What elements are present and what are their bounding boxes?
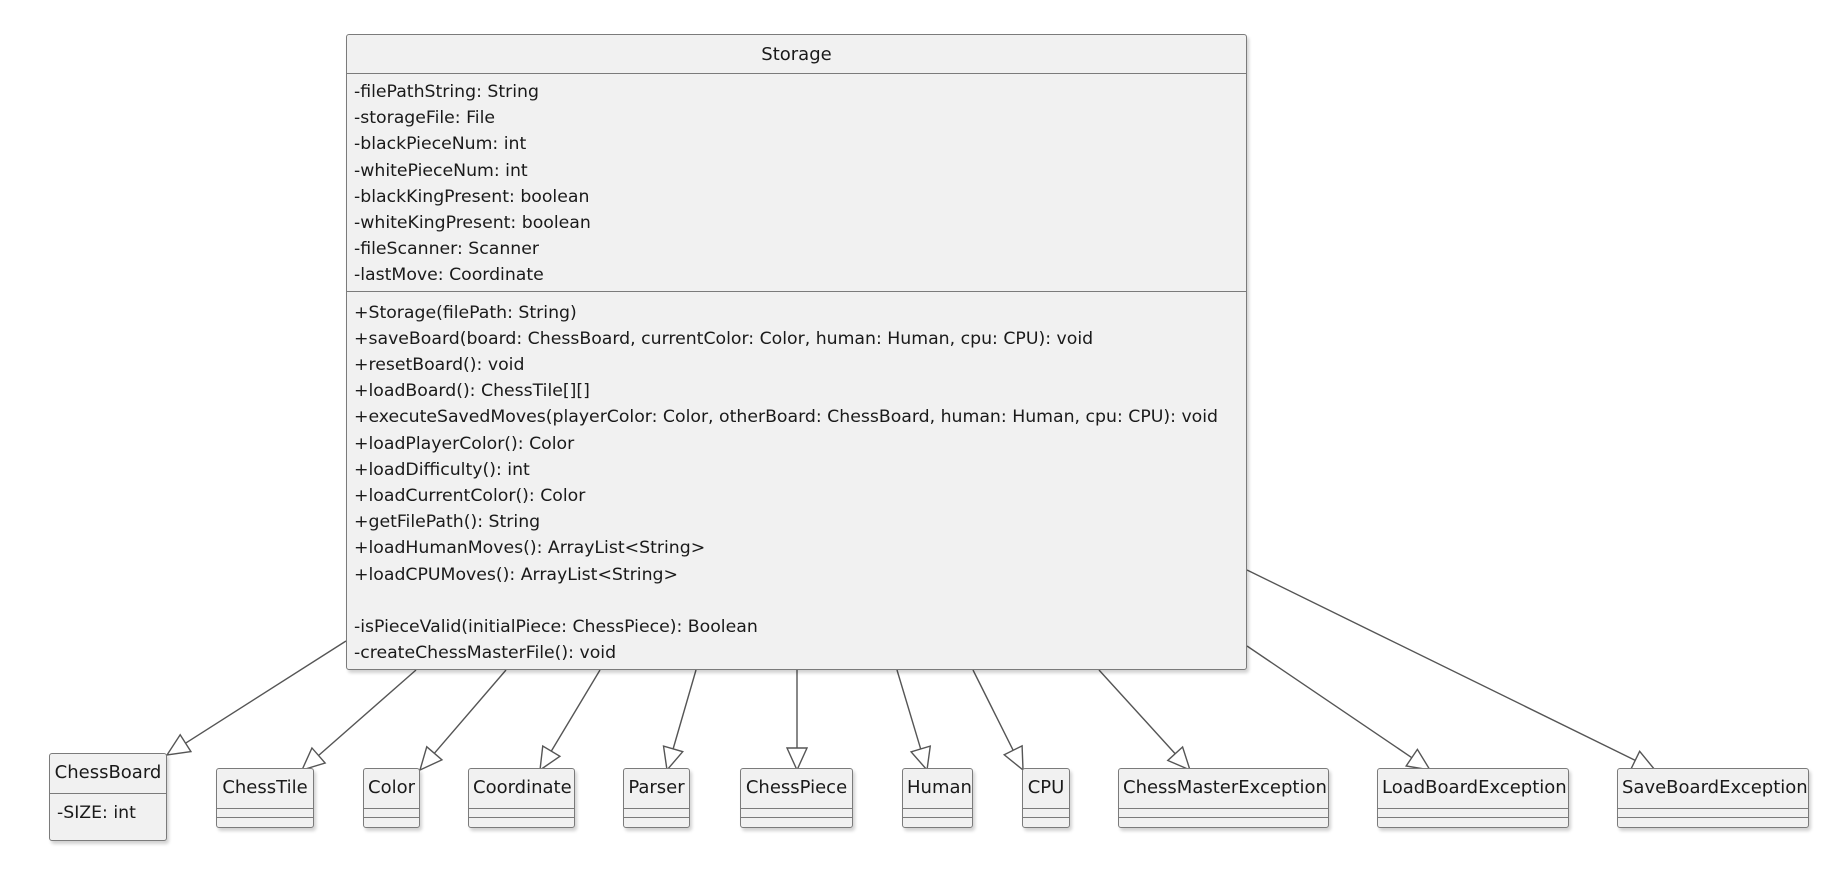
chessboard-attribute: -SIZE: int bbox=[50, 793, 166, 829]
class-coordinate: Coordinate bbox=[468, 768, 575, 828]
arrowhead bbox=[1002, 744, 1024, 772]
empty-section bbox=[1023, 808, 1069, 817]
empty-section bbox=[903, 808, 972, 817]
arrowhead bbox=[785, 747, 809, 772]
empty-section bbox=[469, 808, 574, 817]
storage-attribute: -whiteKingPresent: boolean bbox=[354, 213, 591, 234]
dependency-line bbox=[185, 640, 347, 744]
empty-section bbox=[624, 817, 689, 826]
storage-method: -isPieceValid(initialPiece: ChessPiece):… bbox=[354, 617, 758, 638]
empty-section bbox=[364, 808, 419, 817]
storage-method: +getFilePath(): String bbox=[354, 512, 541, 533]
storage-method: +loadDifficulty(): int bbox=[354, 459, 530, 480]
class-chessmasterexception-title: ChessMasterException bbox=[1123, 777, 1327, 798]
dependency-line bbox=[318, 669, 417, 757]
empty-section bbox=[1119, 817, 1328, 826]
empty-section bbox=[469, 817, 574, 826]
arrowhead bbox=[1404, 748, 1432, 771]
empty-section bbox=[364, 817, 419, 826]
class-chesstile: ChessTile bbox=[216, 768, 314, 828]
dependency-line bbox=[550, 669, 601, 752]
arrowhead bbox=[300, 746, 327, 772]
class-storage: Storage -filePathString: String -storage… bbox=[346, 34, 1247, 670]
class-human-title: Human bbox=[907, 777, 972, 798]
class-chessboard-title: ChessBoard bbox=[54, 762, 162, 783]
arrowhead bbox=[418, 745, 444, 772]
storage-method: +resetBoard(): void bbox=[354, 355, 525, 376]
dependency-line bbox=[433, 669, 507, 754]
empty-section bbox=[624, 808, 689, 817]
class-color-title: Color bbox=[368, 777, 415, 798]
storage-method: +loadCPUMoves(): ArrayList<String> bbox=[354, 564, 678, 585]
storage-method: +Storage(filePath: String) bbox=[354, 302, 577, 323]
class-cpu: CPU bbox=[1022, 768, 1070, 828]
class-chessboard: ChessBoard -SIZE: int bbox=[49, 753, 167, 841]
empty-section bbox=[217, 808, 313, 817]
dependency-line bbox=[896, 669, 922, 750]
dependency-line bbox=[1246, 569, 1636, 761]
empty-section bbox=[1378, 817, 1568, 826]
storage-attribute: -fileScanner: Scanner bbox=[354, 239, 539, 260]
empty-section bbox=[903, 817, 972, 826]
storage-method: -createChessMasterFile(): void bbox=[354, 643, 617, 664]
empty-section bbox=[217, 817, 313, 826]
empty-section bbox=[1618, 817, 1808, 826]
class-parser-title: Parser bbox=[628, 777, 685, 798]
empty-section bbox=[1119, 808, 1328, 817]
method-spacer bbox=[347, 588, 1246, 614]
storage-attribute: -lastMove: Coordinate bbox=[354, 265, 544, 286]
arrowhead bbox=[909, 745, 932, 772]
arrowhead bbox=[165, 733, 193, 756]
class-chesspiece-title: ChessPiece bbox=[745, 777, 848, 798]
dependency-line bbox=[1098, 669, 1176, 755]
arrowhead bbox=[539, 744, 562, 772]
class-chesstile-title: ChessTile bbox=[222, 777, 308, 798]
class-human: Human bbox=[902, 768, 973, 828]
storage-method: +loadPlayerColor(): Color bbox=[354, 433, 575, 454]
empty-section bbox=[1618, 808, 1808, 817]
storage-method: +executeSavedMoves(playerColor: Color, o… bbox=[354, 407, 1219, 428]
storage-method: +loadCurrentColor(): Color bbox=[354, 486, 586, 507]
class-storage-title: Storage bbox=[761, 44, 832, 65]
class-chessmasterexception: ChessMasterException bbox=[1118, 768, 1329, 828]
storage-method: +saveBoard(board: ChessBoard, currentCol… bbox=[354, 328, 1094, 349]
class-parser: Parser bbox=[623, 768, 690, 828]
storage-attribute: -blackPieceNum: int bbox=[354, 134, 527, 155]
empty-section bbox=[1378, 808, 1568, 817]
class-chesspiece: ChessPiece bbox=[740, 768, 853, 828]
storage-method: +loadBoard(): ChessTile[][] bbox=[354, 381, 590, 402]
dependency-line bbox=[672, 669, 697, 750]
storage-attribute: -blackKingPresent: boolean bbox=[354, 186, 590, 207]
empty-section bbox=[1023, 817, 1069, 826]
class-saveboardexception-title: SaveBoardException bbox=[1622, 777, 1808, 798]
class-loadboardexception: LoadBoardException bbox=[1377, 768, 1569, 828]
storage-methods: +Storage(filePath: String) +saveBoard(bo… bbox=[347, 290, 1246, 669]
class-coordinate-title: Coordinate bbox=[473, 777, 572, 798]
class-saveboardexception: SaveBoardException bbox=[1617, 768, 1809, 828]
arrowhead bbox=[1166, 745, 1192, 772]
dependency-line bbox=[1246, 645, 1413, 759]
storage-attributes: -filePathString: String -storageFile: Fi… bbox=[347, 73, 1246, 291]
class-loadboardexception-title: LoadBoardException bbox=[1382, 777, 1567, 798]
storage-attribute: -whitePieceNum: int bbox=[354, 160, 528, 181]
class-cpu-title: CPU bbox=[1027, 777, 1065, 798]
storage-attribute: -storageFile: File bbox=[354, 108, 496, 129]
class-color: Color bbox=[363, 768, 420, 828]
storage-attribute: -filePathString: String bbox=[354, 82, 539, 102]
storage-method: +loadHumanMoves(): ArrayList<String> bbox=[354, 538, 706, 559]
empty-section bbox=[741, 808, 852, 817]
empty-section bbox=[741, 817, 852, 826]
arrowhead bbox=[662, 745, 684, 772]
dependency-line bbox=[972, 669, 1014, 751]
